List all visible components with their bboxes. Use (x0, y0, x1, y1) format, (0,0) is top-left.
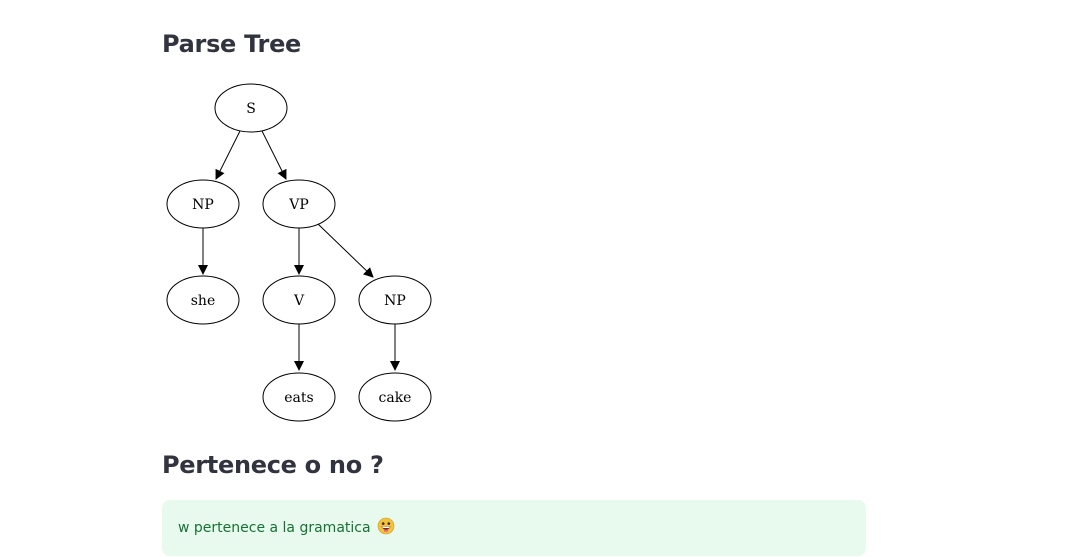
node-ellipse (166, 275, 240, 325)
tree-node-v: V (262, 275, 336, 325)
node-ellipse (214, 83, 288, 133)
tree-edges (198, 130, 400, 371)
node-label: S (246, 101, 256, 117)
tree-node-she: she (166, 275, 240, 325)
edge-s-np (215, 130, 241, 180)
tree-node-cake: cake (358, 372, 432, 422)
node-label: she (191, 293, 216, 309)
node-ellipse (262, 179, 336, 229)
node-ellipse (358, 372, 432, 422)
node-label: NP (384, 293, 406, 309)
membership-heading: Pertenece o no ? (162, 451, 384, 479)
parse-tree-heading: Parse Tree (162, 30, 302, 58)
node-label: NP (192, 197, 214, 213)
node-label: V (293, 293, 305, 309)
success-alert: w pertenece a la gramatica (162, 500, 866, 556)
tree-node-np: NP (166, 179, 240, 229)
node-label: VP (288, 197, 309, 213)
tree-node-eats: eats (262, 372, 336, 422)
parse-tree-diagram: S NP VP she V NP eats cake (166, 83, 432, 422)
tree-node-vp: VP (262, 179, 336, 229)
grinning-face-emoji-icon (377, 517, 395, 539)
node-ellipse (262, 275, 336, 325)
edge-s-vp (261, 130, 287, 180)
node-ellipse (262, 372, 336, 422)
node-ellipse (166, 179, 240, 229)
node-ellipse (358, 275, 432, 325)
node-label: eats (284, 390, 313, 406)
tree-node-np-object: NP (358, 275, 432, 325)
edge-vp-np (317, 223, 374, 278)
tree-node-s: S (214, 83, 288, 133)
node-label: cake (379, 390, 412, 406)
success-message: w pertenece a la gramatica (178, 520, 371, 536)
